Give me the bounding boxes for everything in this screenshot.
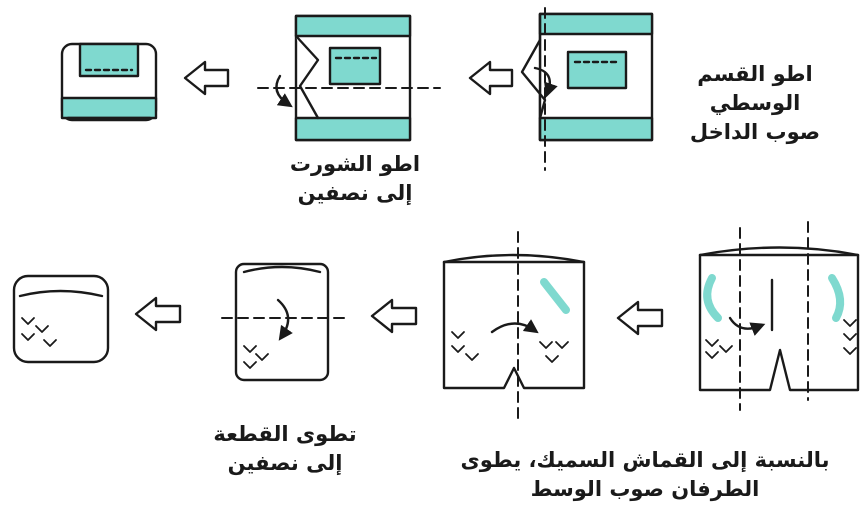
shorts-center-folded [522,8,652,170]
shorts-fold-half [258,16,440,140]
folded-result [14,276,108,362]
shorts-thick-sides [700,222,858,410]
caption-line: تطوى القطعة [200,420,370,449]
step-arrow-icon [618,302,662,334]
caption-fold-center-inward: اطو القسم الوسطي صوب الداخل [680,60,830,147]
caption-line: إلى نصفين [200,449,370,478]
shorts-folded-result [62,44,156,120]
caption-fold-piece-half: تطوى القطعة إلى نصفين [200,420,370,478]
caption-line: الوسطي [680,89,830,118]
caption-line: الطرفان صوب الوسط [440,475,850,504]
caption-line: صوب الداخل [680,118,830,147]
step-arrow-icon [185,62,228,94]
shorts-fold-in-half [222,264,346,380]
step-arrow-icon [136,298,180,330]
step-arrow-icon [372,300,416,332]
caption-thick-fabric: بالنسبة إلى القماش السميك، يطوى الطرفان … [440,446,850,504]
caption-line: بالنسبة إلى القماش السميك، يطوى [440,446,850,475]
step-arrow-icon [470,62,512,94]
caption-line: اطو الشورت [270,150,440,179]
caption-line: اطو القسم [680,60,830,89]
caption-line: إلى نصفين [270,179,440,208]
caption-fold-shorts-half: اطو الشورت إلى نصفين [270,150,440,208]
shorts-sides-folded [444,232,584,420]
